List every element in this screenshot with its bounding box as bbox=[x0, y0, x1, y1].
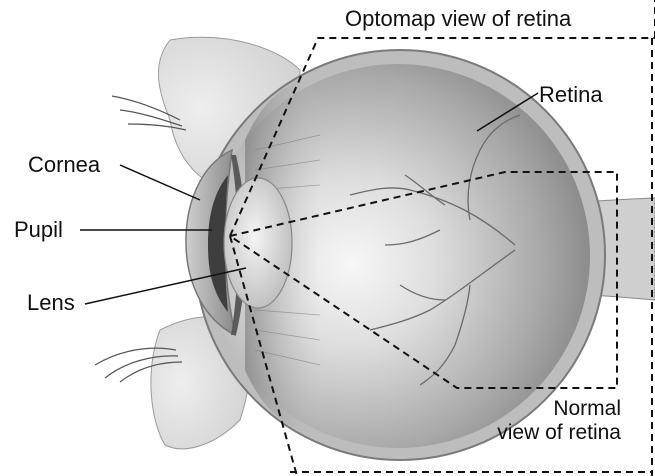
cornea-label: Cornea bbox=[28, 154, 100, 176]
lens bbox=[224, 178, 292, 308]
retina-label: Retina bbox=[539, 84, 603, 106]
normal-view-label-line2: view of retina bbox=[497, 422, 621, 443]
lens-label: Lens bbox=[27, 292, 75, 314]
optomap-label: Optomap view of retina bbox=[345, 8, 571, 30]
normal-view-label-line1: Normal bbox=[553, 398, 621, 419]
pupil-label: Pupil bbox=[14, 219, 63, 241]
cornea-leader-line bbox=[120, 165, 200, 200]
